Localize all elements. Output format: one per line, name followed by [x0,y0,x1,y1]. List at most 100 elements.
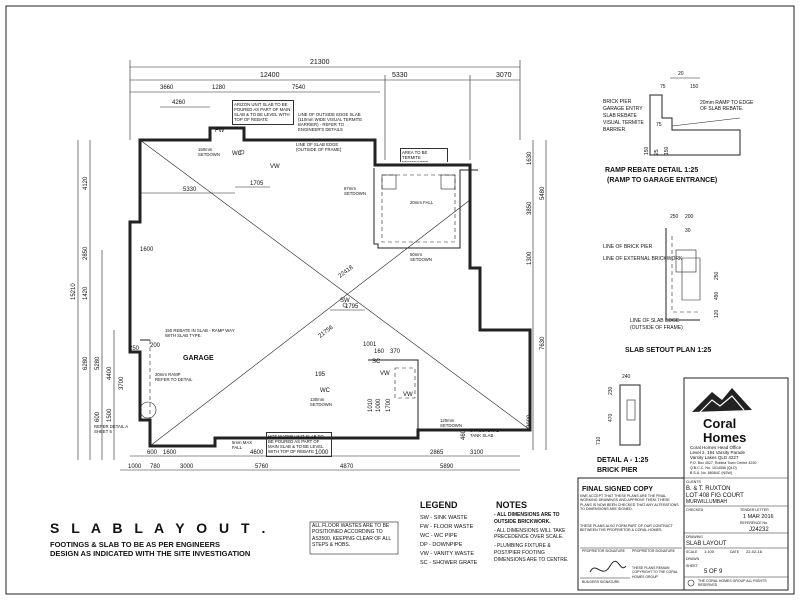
office-address-1: Level 2, 194 Varsity Parade [690,450,745,455]
dim-overall-width: 21300 [310,59,330,66]
drawn-label: DRAWN [686,557,700,561]
fixture-vw-1: VW [270,164,280,170]
setout-label-brick-pier: LINE OF BRICK PIER [603,244,653,250]
bathroom-outline [368,359,419,432]
ramp-labels: BRICK PIER GARAGE ENTRY SLAB REBATE VISU… [603,99,645,133]
office-name: Coral Homes Head Office [690,445,742,450]
dim-bottom-2865: 2865 [430,450,444,456]
fixture-sw-pipe [342,302,348,308]
dim-top-1: 12400 [260,72,280,79]
note-item-2: - ALL DIMENSIONS WILL TAKE PRECEDENCE OV… [494,527,566,541]
note-outside-edge-box: LINE OF OUTSIDE EDGE SLAB (110mm WIDE VI… [298,112,362,132]
final-signed-copy: FINAL SIGNED COPY I/WE ACCEPT THAT THESE… [577,477,685,591]
legend-title: LEGEND [420,500,458,510]
dim-left-4120: 4120 [83,176,89,190]
setout-dim-200: 200 [685,214,694,220]
setout-slab-edge-line [671,236,700,313]
note-area-termite-box: AREA TO BE TERMITE PROTECTED [400,148,448,162]
signed-copy-remain: THESE PLANS REMAIN COPYRIGHT TO THE CORA… [632,566,678,579]
setout-brick-pier [675,249,697,273]
detail-a-pier [619,384,641,446]
dim-bottom2-780: 780 [150,464,161,470]
note-fall5-box: 5mm MAX FALL [232,440,253,451]
dim-1000: 1000 [376,398,382,412]
dim-left-1500: 1500 [107,408,113,422]
dim-right-5480: 5480 [540,186,546,200]
dim-left-3700: 3700 [119,376,125,390]
detail-a-title: DETAIL A - 1:25 [597,457,648,464]
dim-left-6280: 6280 [83,356,89,370]
tender-date: 1 MAR 2016 [743,514,774,520]
dim-left-4400: 4400 [107,366,113,380]
dim-right-460: 460 [461,429,467,440]
dim-bottom2-1000: 1000 [128,464,142,470]
ramp-label-slab-rebate: SLAB REBATE [603,113,637,119]
checked-label: CHECKED [686,508,704,512]
sheet-title: S L A B L A Y O U T . FOOTINGS & SLAB TO… [50,520,265,558]
setout-label-outside: (OUTSIDE OF FRAME) [630,325,683,331]
ramp-dim-75b: 75 [656,122,662,128]
scale-label: SCALE [686,550,698,554]
dim-second-1: 3660 [160,85,174,91]
ramp-label-barrier: BARRIER [603,127,626,133]
drawing-label: DRAWING [686,535,703,539]
ramp-dim-150c: 150 [664,146,670,155]
detail-a-dim-230: 230 [608,386,614,395]
coral-homes-logo [692,388,752,413]
bay-corner-tl [381,174,397,190]
notes: NOTES - ALL DIMENSIONS ARE TO OUTSIDE BR… [494,500,569,563]
setout-dim-250b: 250 [714,271,720,280]
detail-a-dim-240: 240 [622,374,631,380]
dim-5330: 5330 [183,187,197,193]
dim-bottom-3100: 3100 [470,450,484,456]
legend-item-fw: FW - FLOOR WASTE [420,524,474,530]
diagonal-check-2 [149,199,471,447]
slab-plan: 21300 12400 5330 3070 3660 1280 7540 426… [71,59,547,471]
tb-copyright: THE CORAL HOMES GROUP ALL RIGHTS RESERVE… [698,579,767,588]
dim-1600: 1600 [140,247,154,253]
dim-bottom2-5760: 5760 [255,464,269,470]
dim-left-offset: 4260 [172,100,186,106]
reference-number: J24232 [749,527,769,533]
ramp-label-brick-pier: BRICK PIER [603,99,632,105]
signed-copy-form: THESE PLANS ALSO FORM PART OF OUR CONTRA… [580,524,673,533]
dim-bottom-4600: 4600 [250,450,264,456]
dim-left-5280: 5280 [95,356,101,370]
note-hot-water: HOT WATER UNIT SLAB TO BE POURED AS PART… [266,432,332,457]
dim-left-15210: 15210 [71,283,77,300]
note-refer-detail: REFER DETAIL A SHEET 5 [94,424,128,435]
note-fall5: 5mm MAX FALL [232,440,253,451]
sheet-label: SHEET [686,564,699,568]
ramp-label-visual-termite: VISUAL TERMITE [603,120,645,126]
ramp-note-box: 20mm RAMP TO EDGE OF SLAB REBATE. [700,100,753,112]
licence-qld: Q.B.C.C. No. 1014556 (QLD) [690,466,737,470]
clients-label: CLIENTS [686,480,701,484]
dim-top-2: 5330 [392,72,408,79]
note-item-3: - PLUMBING FIXTURE & POST/PIER FOOTING D… [494,543,569,563]
note-fall20-box: 20mm FALL [410,200,433,205]
sheet-number: 5 OF 9 [704,569,723,575]
note-hot-water-box: HOT WATER UNIT SLAB TO BE POURED AS PART… [266,432,332,457]
sheet-title-line2: DESIGN AS INDICATED WITH THE SITE INVEST… [50,549,250,558]
dim-diagonal-21756: 21756 [318,324,335,339]
plan-notes: ARIZON UNIT SLAB TO BE POURED AS PART OF… [94,100,499,457]
dim-top-3: 3070 [496,72,512,79]
ramp-section-outline [649,94,741,156]
diagonal-check-1 [139,139,531,431]
sig-label-1: PROPRIETOR SIGNATURE [582,549,626,553]
fixture-wc: WC [232,151,243,157]
fixture-vw-3: VW [403,392,413,398]
sheet-border [5,5,795,595]
setout-external-line [665,228,700,321]
dim-1795: 1795 [345,304,359,310]
dim-bottom-1000: 1000 [315,450,329,456]
note-set150: 150mm SETDOWN [198,147,220,158]
setout-dim-490: 490 [714,291,720,300]
note-set50: 50mm SETDOWN [410,252,432,263]
notes-list-box: - ALL DIMENSIONS ARE TO OUTSIDE BRICKWOR… [494,512,569,563]
dim-bottom2-3000: 3000 [180,464,194,470]
sheet-title-line1: FOOTINGS & SLAB TO BE AS PER ENGINEERS [50,540,220,549]
note-ramp: 20mm RAMP REFER TO DETAIL [155,372,193,383]
legend-item-sw: SW - SINK WASTE [420,515,468,521]
